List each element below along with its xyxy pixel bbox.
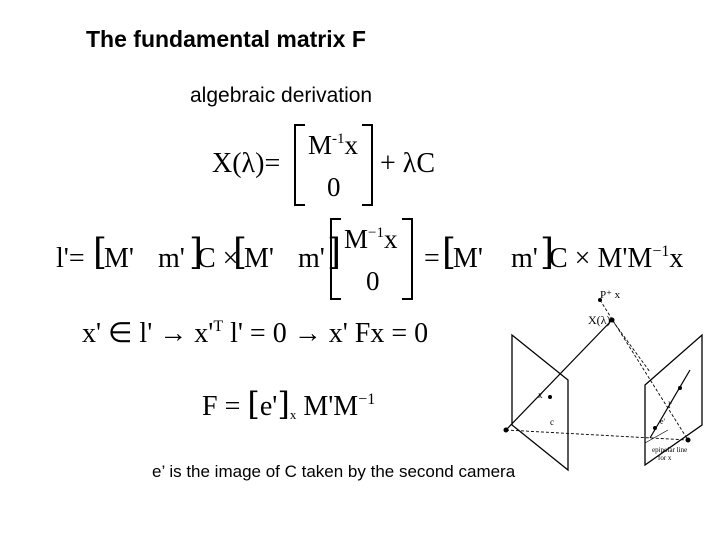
left-image-plane [511,333,569,472]
eq2-f: m' [511,243,538,274]
label-e-prime: e' [660,417,666,426]
eq2-times: C × [197,243,239,274]
label-x: x [538,390,543,400]
label-leader-line [644,429,669,444]
dashed-line-1 [611,319,651,373]
eq2-open-bracket-2: [ [233,232,248,273]
eq2-d: m' [298,243,325,274]
eq4-e: e' [259,391,278,422]
eq2-open-bracket-3: [ [442,232,457,273]
equation-fundamental: F = [e']x M'M−1 [202,388,375,421]
eq4-sub: x [289,407,297,422]
eq2-lhs: l'= [56,243,85,274]
eq1-top-cell: M-1x [308,130,358,161]
label-epipolar-for: for x [658,454,672,462]
image-point-x [548,395,552,399]
label-x-lambda: X(λ) [588,313,610,327]
eq3-part-2: l' = 0 → x' Fx = 0 [223,318,429,349]
eq1-top-sup: -1 [332,131,345,147]
camera-center-c-prime [685,437,691,443]
camera-center-c [503,427,509,433]
right-image-plane [644,333,703,467]
baseline-dashed [505,429,689,441]
eq2-vec-bottom: 0 [366,266,380,296]
label-epipolar-line: epipolar line [652,446,687,454]
eq1-bracket-right [362,124,373,206]
eq4-close-bracket: ] [277,385,290,423]
eq2-equals: = [424,243,440,274]
eq2-close-bracket-1: ] [189,232,204,273]
equation-constraint: x' ∈ l' → x'T l' = 0 → x' Fx = 0 [82,318,429,349]
eq1-rhs: + λC [380,148,436,179]
eq2-rhs-text: C × M'M [549,243,653,274]
slide-subtitle: algebraic derivation [190,84,373,107]
eq2-close-bracket-3: ] [540,232,555,273]
eq2-b: m' [158,243,185,274]
eq1-top-x: x [344,130,359,160]
pseudo-inverse-point [598,298,602,302]
eq1-bracket-left [294,124,305,206]
world-point [609,317,615,323]
eq2-vec-bracket-right [402,218,413,300]
eq2-vec-top-sup: −1 [368,225,384,241]
eq2-vec-top-x: x [383,224,398,254]
label-c: c [550,417,554,427]
eq2-rhs: C × M'M−1x [549,243,684,274]
label-p-plus-x: P⁺ x [600,289,621,301]
slide-title: The fundamental matrix F [86,26,366,52]
eq2-rhs-x: x [669,243,684,274]
eq2-open-bracket-1: [ [93,232,108,273]
eq1-bottom-cell: 0 [327,172,341,202]
eq2-vec-bracket-left [330,218,341,300]
dashed-line-2 [599,299,689,441]
eq4-open-bracket: [ [247,385,260,423]
slide-caption: e’ is the image of C taken by the second… [152,462,516,481]
eq1-top-m: M [308,130,333,160]
eq2-rhs-sup: −1 [652,243,670,260]
eq1-lhs: X(λ)= [212,148,281,179]
label-l-prime: l' [668,400,673,410]
eq2-c: M' [244,243,274,274]
eq3-transpose-sup: T [213,318,224,335]
back-projected-ray [505,319,613,431]
eq3-part-1: x' ∈ l' → x' [82,318,214,349]
eq4-rhs: M'M [296,391,359,422]
epipole [653,426,657,430]
eq4-lhs: F = [202,391,241,422]
two-view-geometry-figure: P⁺ x X(λ) x c l' e' epipolar line for x [503,289,703,472]
epipolar-point [678,386,682,390]
eq2-a: M' [104,243,134,274]
eq4-sup: −1 [358,391,376,408]
eq2-vec-top-m: M [344,224,369,254]
epipolar-line [649,369,691,439]
eq2-vec-top: M−1x [344,224,397,255]
eq2-e: M' [453,243,483,274]
